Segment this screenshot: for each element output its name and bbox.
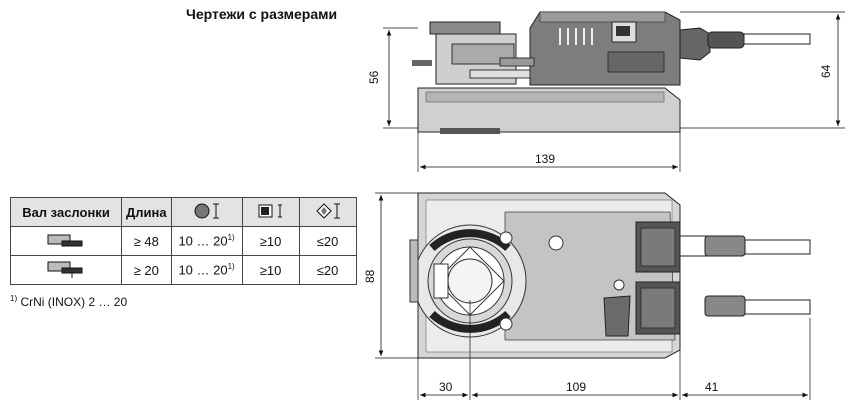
dim-side-height-total: 64 bbox=[819, 64, 833, 78]
dim-top-cable-length: 41 bbox=[705, 380, 719, 394]
header-length: Длина bbox=[121, 197, 172, 227]
round-note: 1) bbox=[227, 262, 235, 272]
shaft-spec-table: Вал заслонки Длина bbox=[10, 197, 357, 285]
table-row: ≥ 20 10 … 201) ≥10 ≤20 bbox=[10, 255, 357, 285]
side-view-drawing: 56 64 139 bbox=[367, 11, 845, 172]
dim-top-offset-left: 30 bbox=[439, 380, 453, 394]
dim-top-body-length: 109 bbox=[566, 380, 586, 394]
header-square bbox=[241, 197, 300, 227]
round-shaft-icon bbox=[194, 203, 219, 218]
dim-top-height: 88 bbox=[363, 269, 377, 283]
round-note: 1) bbox=[227, 233, 235, 243]
dim-side-length: 139 bbox=[535, 152, 555, 166]
round-value: 10 … 20 bbox=[178, 233, 228, 249]
footnote: 1) CrNi (INOX) 2 … 20 bbox=[10, 294, 127, 309]
dim-side-height-body: 56 bbox=[367, 70, 381, 84]
round-value: 10 … 20 bbox=[178, 262, 228, 278]
table-row: ≥ 48 10 … 201) ≥10 ≤20 bbox=[10, 226, 357, 256]
diamond-shaft-icon bbox=[315, 202, 340, 219]
square-cell: ≥10 bbox=[241, 226, 300, 256]
length-cell: ≥ 20 bbox=[121, 255, 172, 285]
shaft-cell bbox=[10, 226, 122, 256]
footnote-text: CrNi (INOX) 2 … 20 bbox=[20, 295, 128, 309]
header-round bbox=[170, 197, 243, 227]
square-shaft-icon bbox=[258, 204, 282, 217]
round-cell: 10 … 201) bbox=[170, 255, 243, 285]
footnote-mark: 1) bbox=[10, 294, 18, 303]
page-title: Чертежи с размерами bbox=[186, 6, 338, 22]
top-view-drawing: 88 30 109 41 bbox=[363, 192, 811, 400]
table-header-row: Вал заслонки Длина bbox=[10, 197, 357, 227]
diamond-cell: ≤20 bbox=[298, 255, 357, 285]
shaft-cell bbox=[10, 255, 122, 285]
round-cell: 10 … 201) bbox=[170, 226, 243, 256]
length-cell: ≥ 48 bbox=[121, 226, 172, 256]
shaft-short-icon bbox=[47, 261, 83, 278]
square-cell: ≥10 bbox=[241, 255, 300, 285]
shaft-long-icon bbox=[47, 234, 83, 246]
